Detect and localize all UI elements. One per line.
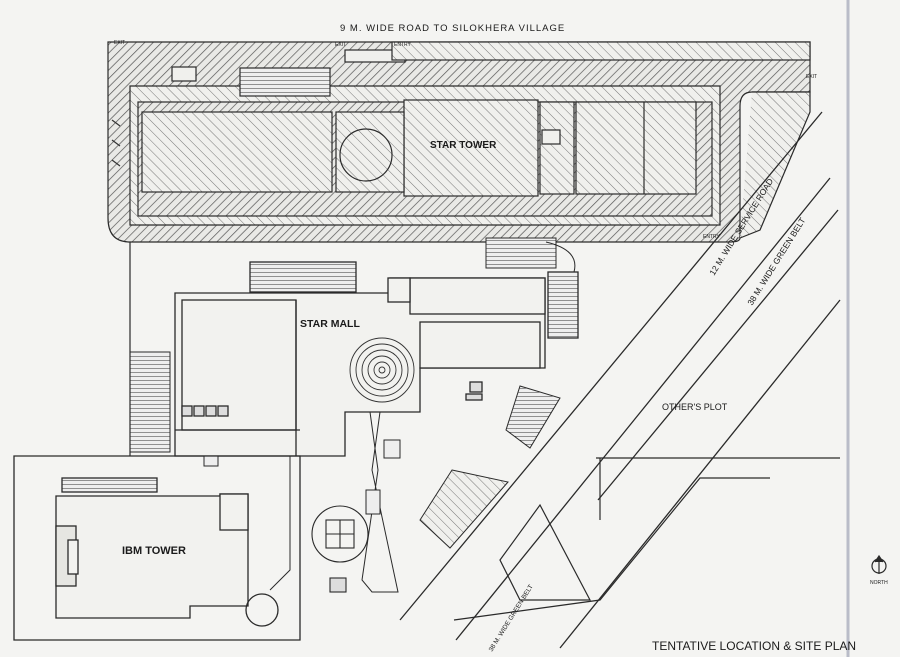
others-plot-label: OTHER'S PLOT bbox=[662, 402, 728, 412]
central-pathway bbox=[203, 411, 401, 593]
star-mall-block bbox=[174, 261, 579, 457]
plaza-circle bbox=[311, 505, 369, 593]
exit-label-2: EXIT bbox=[335, 42, 346, 48]
exit-label-1: EXIT bbox=[114, 40, 125, 46]
road-north-label: 9 M. WIDE ROAD TO SILOKHERA VILLAGE bbox=[340, 23, 565, 34]
connector-stairs bbox=[485, 237, 576, 273]
diagonal-roads bbox=[399, 111, 841, 649]
others-plot bbox=[453, 457, 840, 621]
north-arrow-icon bbox=[871, 554, 887, 574]
west-stairs bbox=[129, 351, 171, 453]
entry-label-2: ENTRY bbox=[703, 234, 721, 240]
north-label: NORTH bbox=[870, 580, 888, 586]
star-tower-block bbox=[107, 41, 811, 243]
star-mall-label: STAR MALL bbox=[300, 318, 360, 330]
exit-label-3: EXIT bbox=[806, 74, 817, 80]
star-tower-label: STAR TOWER bbox=[430, 140, 497, 151]
diagonal-ramps bbox=[419, 385, 561, 549]
entry-label-1: ENTRY bbox=[394, 42, 412, 48]
ibm-tower-label: IBM TOWER bbox=[122, 545, 186, 557]
ibm-tower-block bbox=[13, 455, 301, 641]
plan-title: TENTATIVE LOCATION & SITE PLAN bbox=[652, 639, 856, 653]
